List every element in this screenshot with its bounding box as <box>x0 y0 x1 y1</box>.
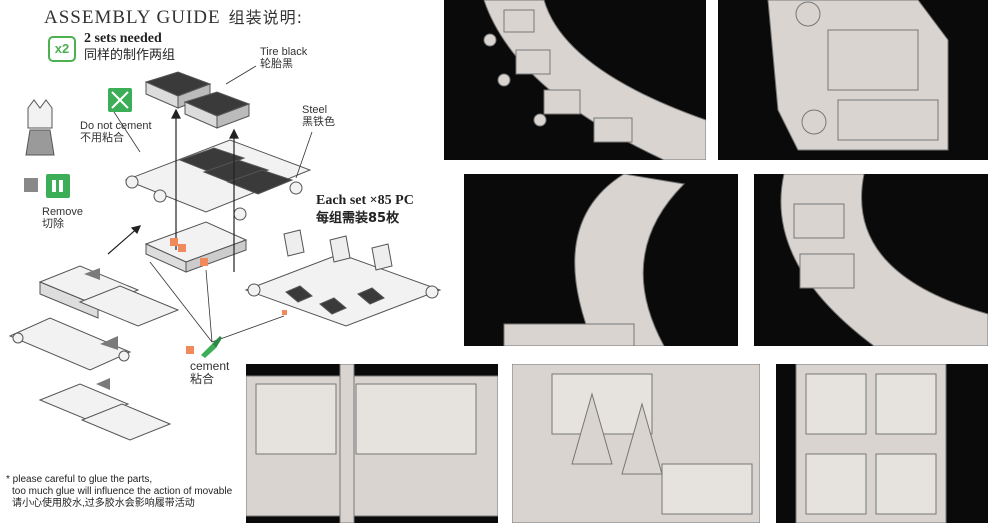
label-do-not-cement: Do not cement 不用粘合 <box>80 120 152 144</box>
remove-swatch <box>24 178 38 192</box>
track-link-row <box>124 139 312 221</box>
sets-needed-en: 2 sets needed <box>84 31 162 46</box>
cement-marks <box>170 238 287 315</box>
remove-arrows <box>84 268 118 390</box>
glue-warning-note: * please careful to glue the parts, too … <box>6 474 233 509</box>
sets-needed: 2 sets needed 同样的制作两组 <box>84 30 175 64</box>
base-link <box>144 221 248 273</box>
label-remove: Remove 切除 <box>42 206 83 230</box>
tire-pads <box>144 71 251 129</box>
track-render-photo-3 <box>464 174 738 346</box>
title-cn: 组装说明: <box>228 8 304 27</box>
each-set-count: Each set ×85 PC 每组需装85枚 <box>316 193 414 226</box>
assembly-diagram <box>8 65 442 441</box>
track-render-photo-4 <box>754 174 988 346</box>
assembled-track-row <box>244 229 442 327</box>
lower-left-links <box>8 265 180 441</box>
track-render-photo-2 <box>718 0 988 160</box>
remove-icon <box>46 174 70 198</box>
no-cement-icon <box>108 88 132 112</box>
label-cement: cement 粘合 <box>190 359 230 386</box>
track-render-photo-6 <box>512 364 760 523</box>
track-render-photo-1 <box>444 0 706 160</box>
cement-swatch <box>186 346 194 354</box>
track-render-photo-5 <box>246 364 498 523</box>
sets-needed-cn: 同样的制作两组 <box>84 48 176 63</box>
sets-badge: x2 <box>48 36 76 62</box>
leader-lines <box>113 65 313 343</box>
title-en: ASSEMBLY GUIDE <box>44 7 221 28</box>
track-render-photo-7 <box>776 364 988 523</box>
label-steel: Steel 黑铁色 <box>302 104 335 128</box>
guide-horn-part <box>25 99 55 156</box>
page-title: ASSEMBLY GUIDE 组装说明: <box>44 4 303 29</box>
glue-brush-icon <box>198 334 222 358</box>
label-tire-black: Tire black 轮胎黑 <box>260 46 308 70</box>
arrow-head <box>130 225 142 235</box>
